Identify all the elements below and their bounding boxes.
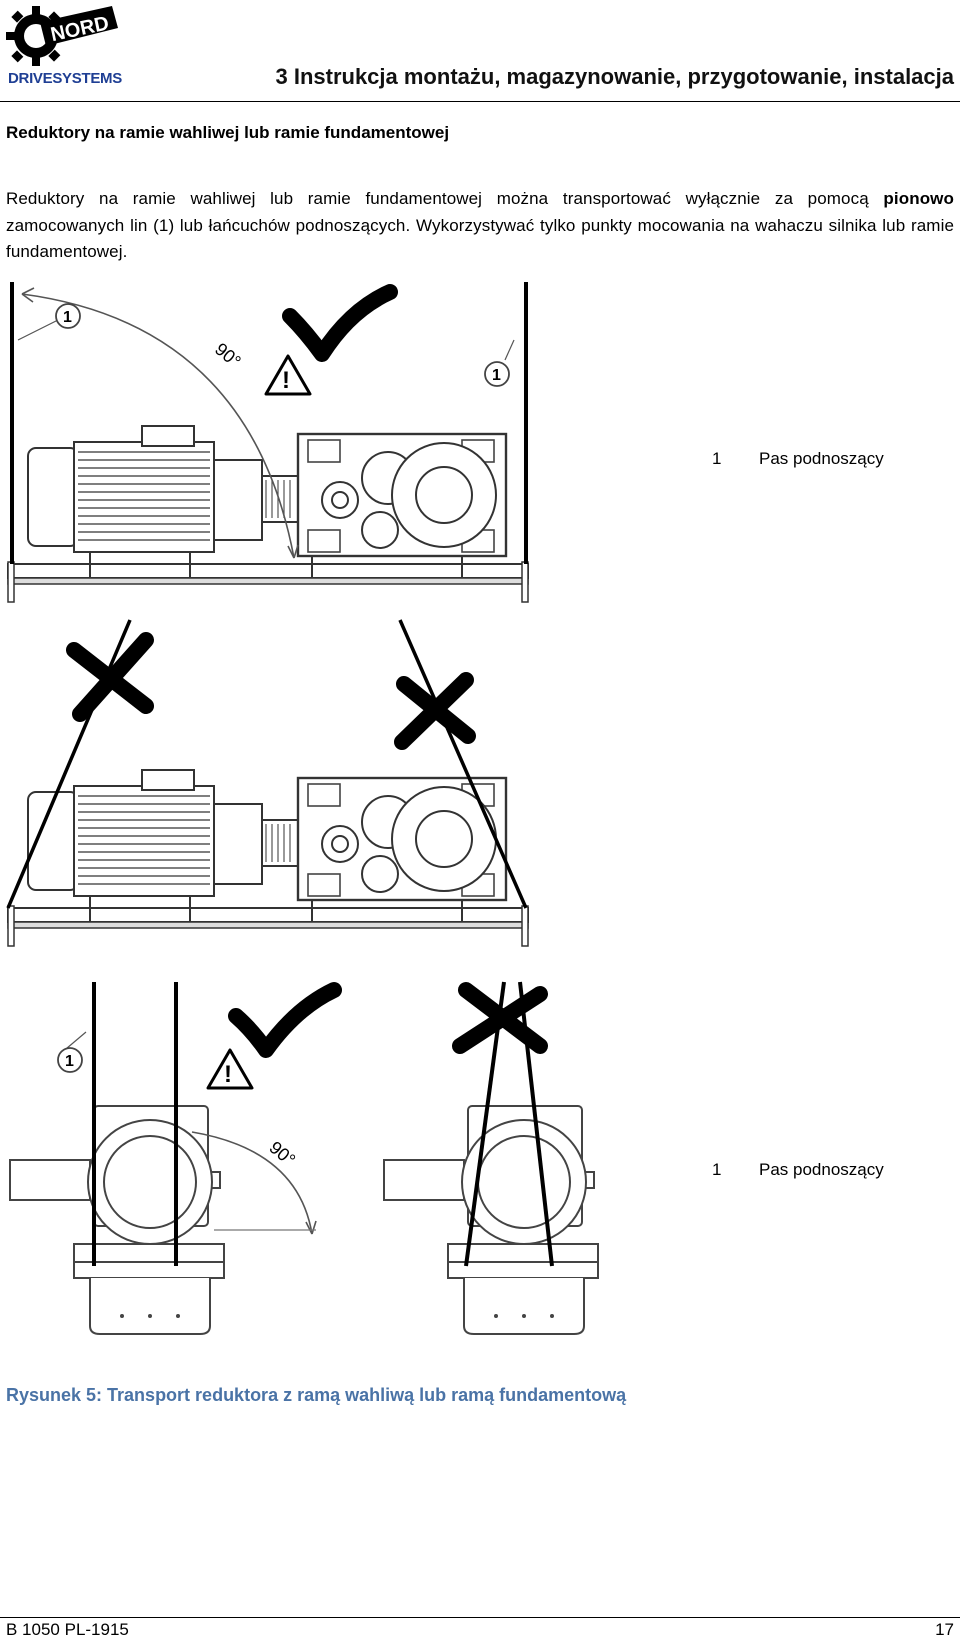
transport-figure: 90° 1 1 ! 1 Pas podnoszący xyxy=(0,280,960,1370)
nord-logo: NORD DRIVESYSTEMS xyxy=(6,2,124,94)
angle-arc xyxy=(191,1131,313,1235)
panel-wrong-side xyxy=(6,619,530,948)
logo-subtitle: DRIVESYSTEMS xyxy=(8,70,122,87)
legend-top: 1 Pas podnoszący xyxy=(712,449,884,468)
warning-triangle-icon: ! xyxy=(206,1048,254,1090)
legend-number: 1 xyxy=(712,1160,721,1179)
figure-caption: Rysunek 5: Transport reduktora z ramą wa… xyxy=(6,1385,627,1405)
cross-icon xyxy=(452,982,548,1054)
legend-label: Pas podnoszący xyxy=(759,1160,884,1179)
checkmark-icon xyxy=(228,982,342,1058)
cross-icon xyxy=(66,632,154,722)
callout-number: 1 xyxy=(492,367,501,384)
slanted-strap-right xyxy=(398,619,528,909)
angle-label: 90° xyxy=(265,1137,299,1170)
cross-icon xyxy=(394,672,476,750)
gearmotor-drawing xyxy=(6,768,530,948)
document-id: B 1050 PL-1915 xyxy=(6,1620,129,1639)
panel-correct-side: 90° 1 1 ! xyxy=(6,282,530,604)
angle-arc xyxy=(21,293,295,559)
front-view-wrong xyxy=(383,1105,599,1335)
gearmotor-drawing xyxy=(6,424,530,604)
gear-logo-icon: NORD xyxy=(6,6,118,66)
body-paragraph: Reduktory na ramie wahliwej lub ramie fu… xyxy=(6,186,954,266)
checkmark-icon xyxy=(282,284,398,362)
callout-number: 1 xyxy=(63,309,72,326)
page-number: 17 xyxy=(935,1620,954,1639)
warning-triangle-icon: ! xyxy=(264,354,312,396)
legend-bottom: 1 Pas podnoszący xyxy=(712,1160,884,1179)
panel-front-views: 90° 1 ! xyxy=(9,981,599,1335)
paragraph-text-2: zamocowanych lin (1) lub łańcuchów podno… xyxy=(6,215,954,262)
svg-text:!: ! xyxy=(282,367,290,394)
transport-diagram: 90° 1 1 ! 1 Pas podnoszący xyxy=(6,282,884,1335)
page-header: NORD DRIVESYSTEMS 3 Instrukcja montażu, … xyxy=(0,0,960,102)
header-divider xyxy=(0,101,960,102)
front-view-correct xyxy=(9,1105,225,1335)
callout-number: 1 xyxy=(65,1053,74,1070)
svg-text:!: ! xyxy=(224,1061,232,1088)
paragraph-text-1: Reduktory na ramie wahliwej lub ramie fu… xyxy=(6,189,884,208)
footer-divider xyxy=(0,1617,960,1618)
paragraph-bold-word: pionowo xyxy=(883,189,954,208)
chapter-title: 3 Instrukcja montażu, magazynowanie, prz… xyxy=(275,64,954,89)
legend-number: 1 xyxy=(712,449,721,468)
section-heading: Reduktory na ramie wahliwej lub ramie fu… xyxy=(6,123,450,142)
legend-label: Pas podnoszący xyxy=(759,449,884,468)
angle-label: 90° xyxy=(211,339,245,372)
